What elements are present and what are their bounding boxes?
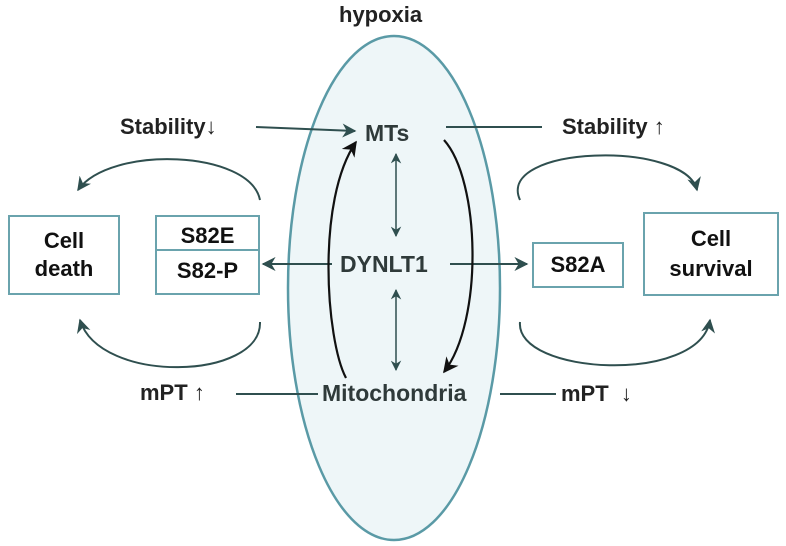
left-stability-connector	[255, 123, 357, 138]
right-stability-up-arrow: ↑	[653, 114, 665, 139]
s82p-label: S82-P	[176, 258, 239, 283]
mts-label: MTs	[365, 120, 410, 146]
left-stability-label: Stability	[120, 114, 206, 139]
cell-death-box: Cell death	[8, 215, 120, 295]
right-stability-label: Stability	[562, 114, 648, 139]
right-top-arc	[516, 154, 701, 201]
right-stability-group: Stability ↑	[562, 114, 665, 140]
right-mpt-down-arrow: ↓	[620, 381, 632, 406]
cell-survival-line1: Cell	[690, 226, 732, 251]
left-bottom-arc	[77, 318, 262, 369]
left-mpt-label: mPT	[140, 380, 188, 405]
left-stability-group: Stability↓	[120, 114, 217, 140]
s82a-box: S82A	[532, 242, 624, 288]
s82e-label: S82E	[157, 217, 258, 251]
left-loop-curve	[327, 140, 357, 379]
cell-survival-box: Cell survival	[643, 212, 779, 296]
mitochondria-label: Mitochondria	[322, 380, 467, 406]
right-loop-curve	[443, 139, 474, 374]
cell-death-line1: Cell	[43, 228, 85, 253]
cell-death-line2: death	[34, 256, 94, 281]
cell-survival-line2: survival	[669, 256, 753, 281]
s82e-s82p-box: S82E S82-P	[155, 215, 260, 295]
right-bottom-arc	[518, 318, 715, 367]
s82a-label: S82A	[550, 252, 606, 277]
left-stability-down-arrow: ↓	[205, 114, 217, 139]
right-mpt-label: mPT	[561, 381, 609, 406]
left-mpt-up-arrow: ↑	[193, 380, 205, 405]
hypoxia-title: hypoxia	[339, 2, 423, 27]
left-mpt-group: mPT ↑	[140, 380, 205, 406]
right-mpt-group: mPT ↓	[561, 381, 632, 407]
left-top-arc	[77, 158, 261, 201]
dynlt1-label: DYNLT1	[340, 251, 428, 277]
hypoxia-ellipse	[286, 34, 502, 542]
